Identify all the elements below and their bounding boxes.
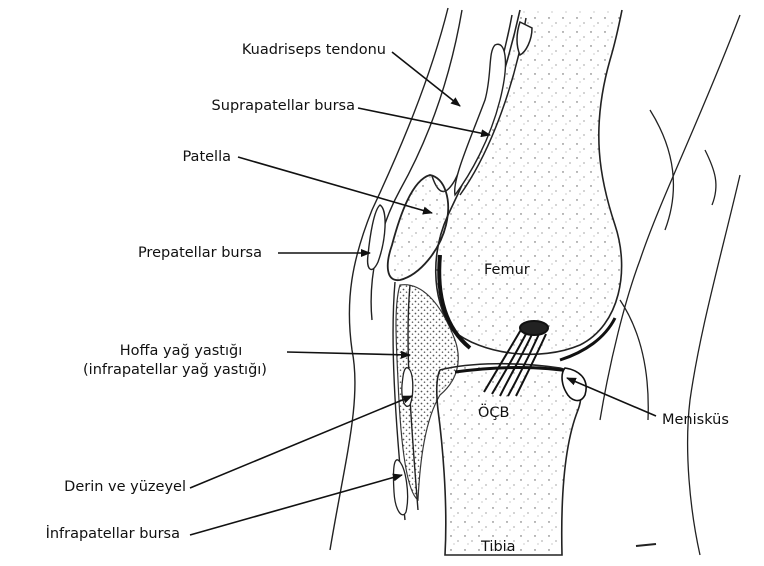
sketch-mark <box>636 544 656 546</box>
arrow-derin-superficial <box>190 475 402 535</box>
deep-infrapatellar-bursa <box>402 368 413 407</box>
label-tibia: Tibia <box>481 538 516 556</box>
label-ocb: ÖÇB <box>478 404 510 422</box>
femur-bone <box>436 10 622 360</box>
arrow-suprapatellar <box>358 108 490 135</box>
label-hoffa-line2: (infrapatellar yağ yastığı) <box>60 361 290 379</box>
arrow-kuadriseps <box>392 52 460 106</box>
arrow-hoffa <box>287 352 410 355</box>
label-prepatellar-bursa: Prepatellar bursa <box>138 244 262 262</box>
label-derin-ve-yuzeyel: Derin ve yüzeyel <box>64 478 186 496</box>
label-kuadriseps-tendonu: Kuadriseps tendonu <box>242 41 386 59</box>
posterior-outline <box>600 15 740 555</box>
label-infrapatellar-bursa: İnfrapatellar bursa <box>46 525 180 543</box>
arrow-derin-deep <box>190 396 412 488</box>
label-patella: Patella <box>182 148 231 166</box>
label-hoffa-line1: Hoffa yağ yastığı <box>66 342 296 360</box>
tibia-bone <box>437 364 581 555</box>
label-suprapatellar-bursa: Suprapatellar bursa <box>212 97 355 115</box>
label-femur: Femur <box>484 261 530 279</box>
label-meniskus: Menisküs <box>662 411 729 429</box>
